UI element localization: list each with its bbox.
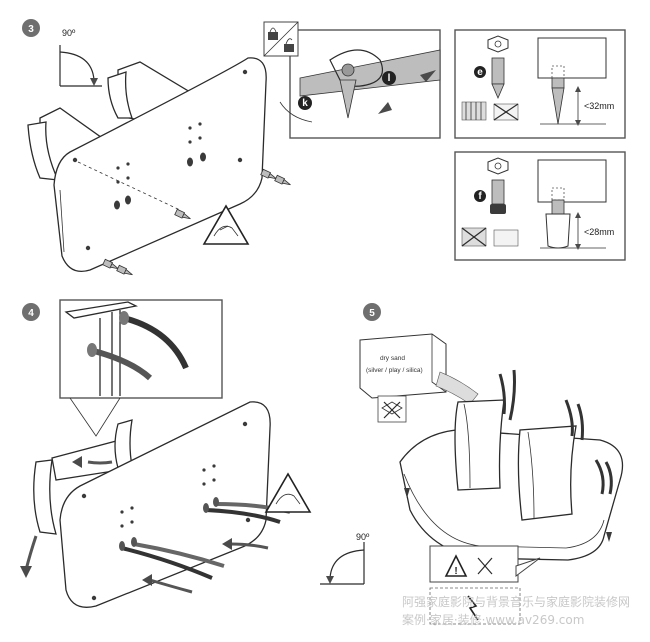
rotate-arrow-icon: [59, 45, 102, 87]
base-plate: [59, 401, 271, 608]
direction-arrows: [20, 456, 269, 594]
step-number: 4: [28, 308, 34, 319]
callout-e: e: [477, 67, 483, 78]
spike-height-panel: e <32mm: [454, 29, 626, 139]
no-box-icon: [377, 395, 407, 423]
svg-text:!: !: [454, 566, 457, 577]
step-number: 5: [369, 308, 375, 319]
hard-floor-icon: [493, 103, 519, 121]
cradle-supports: [27, 61, 191, 181]
watermark-line2: 案例·家居·装修·www.av269.com: [402, 612, 584, 627]
step-badge-icon: [22, 19, 40, 37]
nut-icon: [487, 35, 509, 53]
callout-f: f: [478, 191, 482, 202]
foot-icon: [490, 179, 506, 214]
alignment-line: [77, 161, 181, 211]
callout-k: k: [302, 98, 308, 109]
pinch-hazard-icon: [202, 204, 250, 245]
foot-height-label: <28mm: [584, 227, 614, 237]
sand-label-line2: (silver / play / silica): [366, 367, 423, 374]
sand-label-line1: dry sand: [380, 355, 405, 362]
step-number: 3: [28, 24, 34, 35]
warning-icon: [444, 554, 468, 577]
step-4: 4: [20, 299, 312, 608]
watermark-line1: 阿强家庭影院与背景音乐与家庭影院装修网: [402, 594, 630, 609]
callout-l: l: [388, 73, 391, 84]
cable-routing-detail: [59, 299, 223, 437]
spike-tool-detail: l k: [289, 29, 441, 139]
carpet-icon: [461, 101, 487, 121]
cross-icon: [477, 557, 493, 575]
callout-l-badge: [382, 71, 396, 85]
warning-callout: !: [429, 545, 541, 625]
step-3: 3 90º: [22, 19, 626, 276]
plate-holes: [120, 464, 216, 528]
rotate-arrow-icon: [320, 542, 365, 585]
foot-height-panel: f <28mm: [454, 151, 626, 261]
lock-unlock-icon: [263, 21, 299, 57]
step-5: 5 dry sand (silver / play / silica): [320, 303, 630, 627]
spike-icon: [491, 57, 505, 100]
stand-cables: [498, 369, 613, 495]
angle-label: 90º: [62, 28, 76, 38]
callout-k-badge: [298, 96, 312, 110]
spike-screws: [102, 168, 291, 276]
sand-bag-icon: [359, 333, 479, 405]
base-plate: [53, 57, 267, 273]
pinch-hazard-icon: [264, 472, 312, 513]
angle-label: 90º: [356, 532, 370, 542]
spike-height-label: <32mm: [584, 101, 614, 111]
plate-holes: [72, 69, 248, 251]
